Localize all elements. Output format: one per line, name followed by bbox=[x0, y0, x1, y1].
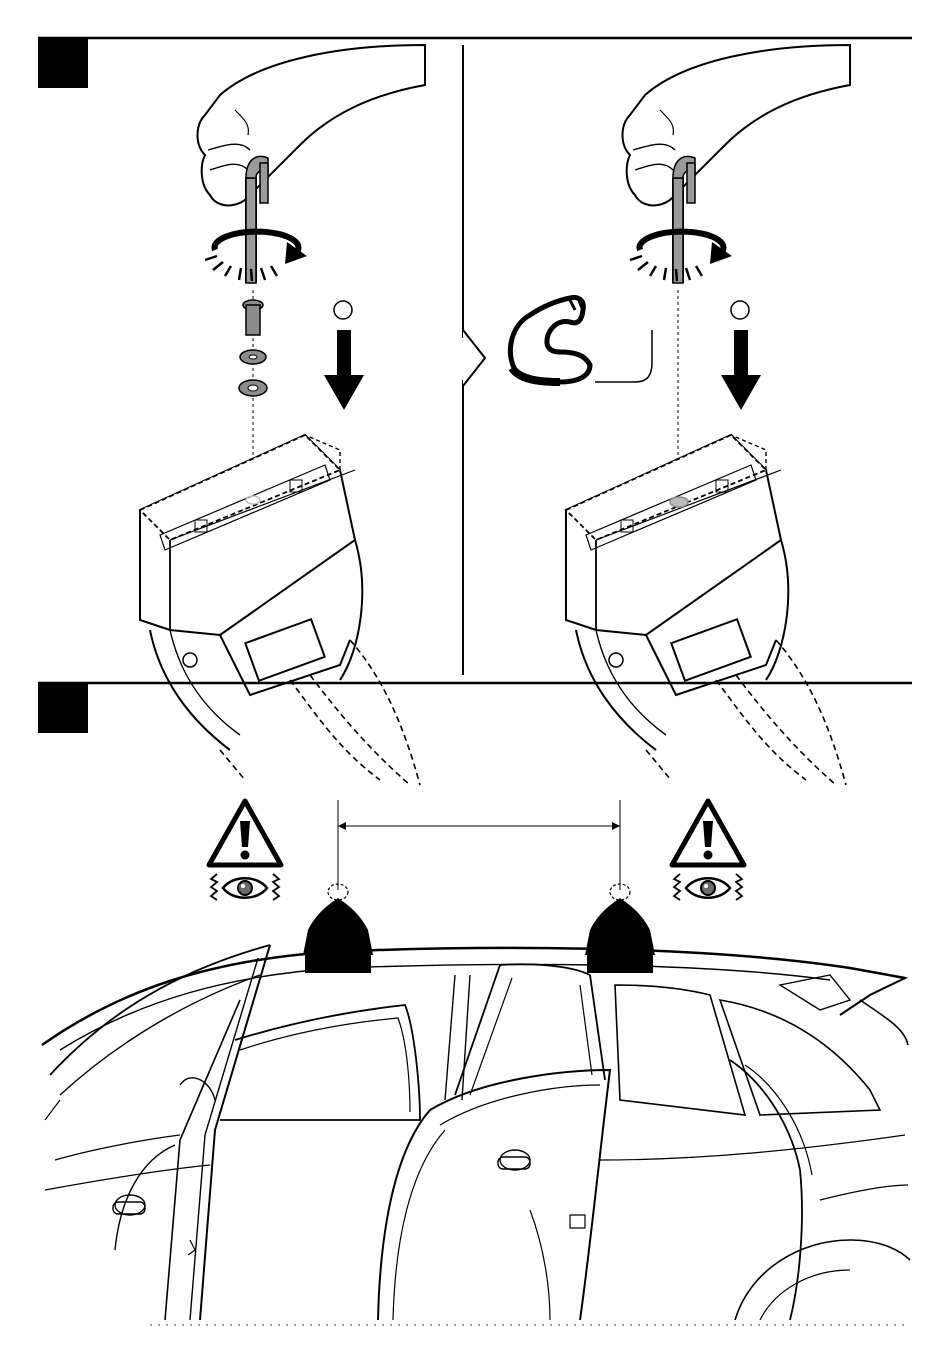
down-arrow-icon bbox=[721, 330, 761, 410]
washer-icon bbox=[240, 350, 266, 364]
panel-right bbox=[510, 45, 850, 785]
hex-key-icon bbox=[673, 156, 695, 283]
strong-arm-icon bbox=[510, 298, 652, 383]
foot-housing bbox=[566, 435, 846, 785]
step-number-badge bbox=[38, 38, 88, 88]
hand-icon bbox=[623, 45, 851, 205]
roof-foot-front bbox=[303, 884, 373, 973]
car-outline bbox=[42, 945, 910, 1320]
callout-circle bbox=[334, 301, 352, 319]
hand-icon bbox=[198, 45, 426, 205]
screw-icon bbox=[243, 300, 263, 335]
washer-icon bbox=[239, 380, 267, 396]
distance-dimension bbox=[338, 800, 620, 890]
warning-triangle-icon bbox=[209, 801, 281, 865]
eye-icon bbox=[211, 874, 279, 900]
step-1 bbox=[38, 38, 912, 785]
step-number-badge bbox=[38, 683, 88, 733]
panel-left bbox=[140, 45, 425, 785]
foot-housing bbox=[140, 435, 420, 785]
chevron-right-icon bbox=[463, 330, 485, 386]
down-arrow-icon bbox=[324, 330, 364, 410]
step-2 bbox=[38, 683, 912, 1325]
hex-key-icon bbox=[246, 156, 268, 283]
eye-icon bbox=[674, 874, 742, 900]
roof-foot-rear bbox=[585, 884, 655, 973]
callout-circle bbox=[731, 301, 749, 319]
warning-triangle-icon bbox=[672, 801, 744, 865]
